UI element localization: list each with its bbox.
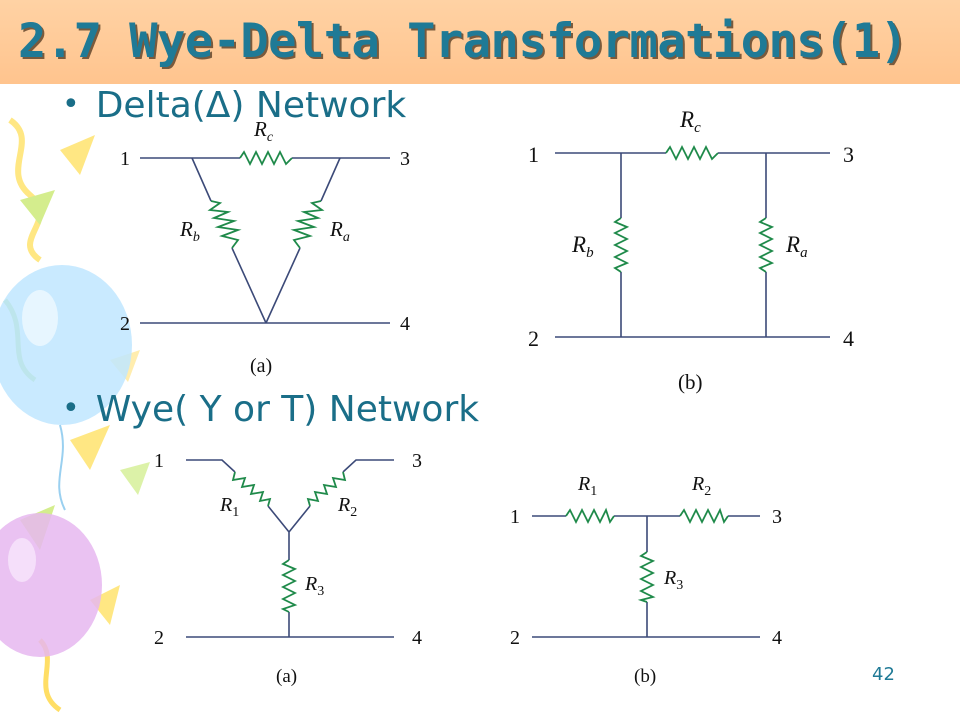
balloon-icon [0,265,132,657]
node-label-4: 4 [843,326,854,351]
resistor-label-rb: Rb [571,232,594,261]
resistor-label-rb: Rb [179,217,200,245]
bullet-icon: • [62,87,80,122]
node-label-3: 3 [843,142,854,167]
resistor-r3 [280,559,298,613]
node-label-3: 3 [400,148,410,170]
resistor-rb [612,217,630,273]
node-label-4: 4 [412,627,422,649]
node-label-2: 2 [510,627,520,649]
node-label-4: 4 [400,313,410,335]
diagram-caption: (b) [678,370,703,394]
diagram-caption: (a) [250,355,272,377]
resistor-r2 [306,471,347,507]
resistor-label-r2: R2 [691,473,711,499]
slide-title: 2.7 Wye-Delta Transformations(1) [18,14,908,69]
bullet-wye-network: • Wye( Y or T) Network [62,392,479,428]
node-label-2: 2 [154,627,164,649]
resistor-r2 [679,507,729,525]
node-label-1: 1 [528,142,539,167]
resistor-label-r1: R1 [577,473,597,499]
wye-circuit-a: 1 3 2 4 R1 R2 R3 (a) [154,450,422,687]
node-label-1: 1 [154,450,164,472]
resistor-label-r3: R3 [663,567,683,593]
resistor-r1 [565,507,615,525]
resistor-label-ra: Ra [329,217,350,245]
node-label-2: 2 [120,313,130,335]
wye-circuit-b: 1 3 2 4 R1 R2 R3 (b) [510,473,782,687]
resistor-label-rc: Rc [679,107,701,136]
wire [265,157,341,324]
node-label-3: 3 [772,506,782,528]
resistor-label-r3: R3 [304,573,324,599]
resistor-rb [207,200,242,249]
diagram-caption: (b) [634,666,656,687]
node-label-2: 2 [528,326,539,351]
resistor-ra [290,200,325,249]
diagram-caption: (a) [276,666,297,687]
resistor-rc [665,144,719,162]
node-label-4: 4 [772,627,782,649]
title-bar: 2.7 Wye-Delta Transformations(1) [0,0,960,84]
bullet-text: Delta(Δ) Network [95,85,407,126]
resistor-label-rc: Rc [253,117,274,145]
delta-circuit-a: 1 3 2 4 Rc Rb Ra (a) [120,117,410,377]
resistor-label-ra: Ra [785,232,808,261]
node-label-3: 3 [412,450,422,472]
bullet-delta-network: • Delta(Δ) Network [62,88,406,124]
bullet-icon: • [62,391,80,426]
resistor-rc [239,149,293,167]
resistor-label-r2: R2 [337,494,357,520]
delta-circuit-b: 1 3 2 4 Rc Rb Ra (b) [528,107,854,394]
bullet-text: Wye( Y or T) Network [95,389,480,430]
resistor-r3 [637,551,656,603]
wire [620,153,767,337]
resistor-r1 [231,471,272,507]
page-number: 42 [872,664,895,685]
wire [191,157,267,324]
node-label-1: 1 [510,506,520,528]
wire [532,515,760,637]
wire [186,459,394,637]
resistor-label-r1: R1 [219,494,239,520]
node-label-1: 1 [120,148,130,170]
resistor-ra [757,217,775,273]
